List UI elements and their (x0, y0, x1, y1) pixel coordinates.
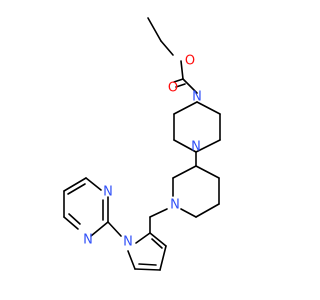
piperazine-bottom-nitrogen-label: N (191, 140, 201, 155)
pyrimidine-top-nitrogen-label: N (103, 185, 113, 200)
piperidine-nitrogen-label: N (170, 198, 180, 213)
pyrimidine-bottom-nitrogen-label: N (83, 233, 93, 248)
bond-lines (63, 17, 221, 271)
atom-labels: O O N N N N N N (83, 54, 202, 250)
pyrrole-nitrogen-label: N (123, 235, 133, 250)
structure-drawing: O O N N N N N N (63, 17, 221, 271)
ester-carbonyl-oxygen-label: O (168, 81, 178, 96)
piperazine-top-nitrogen-label: N (192, 90, 202, 105)
ester-ether-oxygen-label: O (185, 54, 195, 69)
molecule-diagram: O O N N N N N N (63, 17, 221, 271)
